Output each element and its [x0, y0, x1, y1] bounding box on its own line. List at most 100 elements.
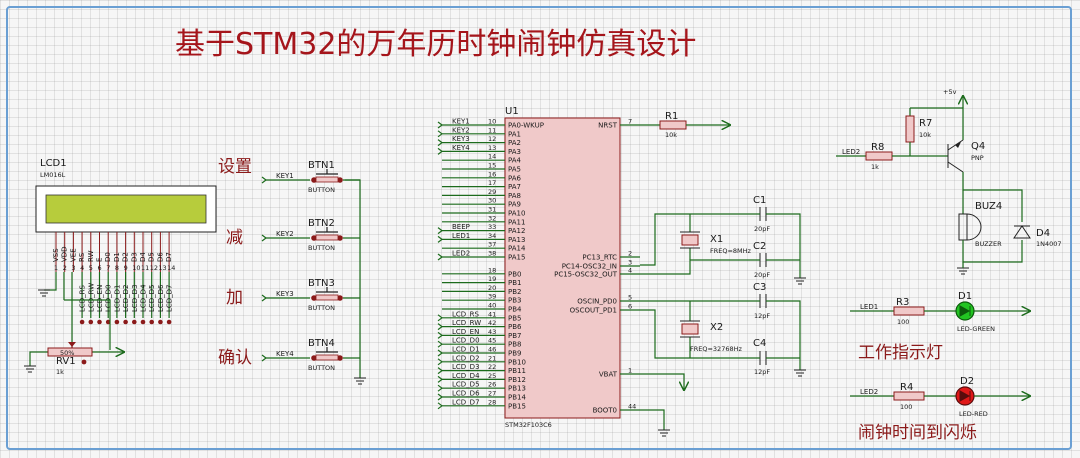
label-ok: 确认 [218, 348, 252, 368]
mcu-pin-number: 5 [628, 294, 632, 302]
lcd-net-label: LCD_D1 [113, 284, 121, 312]
r7-value: 10k [919, 131, 931, 139]
mcu-pin-name: PB3 [508, 297, 521, 305]
c3-value: 12pF [754, 312, 770, 320]
lcd-pin-name: VDD [61, 246, 69, 262]
lcd-net-label: LCD_EN [96, 285, 104, 312]
mcu-pin-name: PA9 [508, 201, 521, 209]
mcu-pin-name: PB7 [508, 332, 521, 340]
mcu-pin-number: 7 [628, 118, 632, 126]
net-tick [261, 354, 267, 362]
mcu-pin-name: PC15-OSC32_OUT [554, 271, 618, 279]
rv1-ref: RV1 [56, 356, 76, 367]
d1-value: LED-GREEN [957, 325, 995, 333]
lcd-pin-name: E [96, 258, 104, 262]
lcd-net-terminal [123, 319, 128, 325]
lcd-pin-number: 14 [167, 264, 175, 272]
oscillator-x1[interactable]: X1 FREQ=8MHz C1 20pF C2 20pF [640, 195, 806, 285]
mcu-pin-name: VBAT [599, 371, 618, 379]
lcd-net-label: LCD_D4 [140, 284, 148, 312]
net-tick [437, 253, 443, 261]
lcd-pin-name: RW [87, 250, 95, 262]
mcu-pin-number: 13 [488, 144, 496, 152]
button-net-label: KEY2 [276, 230, 294, 238]
mcu-pin-name: PA6 [508, 174, 522, 182]
mcu-pin-name: PC13_RTC [582, 254, 617, 262]
mcu-pin-name: PA14 [508, 245, 526, 253]
mcu-pin-number: 46 [488, 346, 496, 354]
mcu-net-label: LCD_EN [452, 328, 479, 336]
mcu-pin-number: 26 [488, 381, 496, 389]
button-value: BUTTON [308, 364, 335, 372]
mcu-pin-name: PA2 [508, 139, 521, 147]
mcu-net-label: KEY2 [452, 126, 470, 134]
lcd-net-terminal [140, 319, 146, 325]
lcd-pin-name: D2 [122, 252, 130, 262]
mcu-net-label: LCD_D7 [452, 398, 480, 406]
x2-value: FREQ=32768Hz [690, 345, 742, 353]
net-tick [261, 176, 267, 184]
q4-value: PNP [971, 154, 984, 162]
d4-ref: D4 [1036, 228, 1050, 239]
mcu-pin-name: PB0 [508, 270, 521, 278]
mcu-pin-name: OSCOUT_PD1 [570, 307, 617, 315]
lcd-pin-number: 9 [124, 264, 128, 272]
label-alarm-led: 闹钟时间到闪烁 [858, 423, 977, 443]
mcu-pin-number: 6 [628, 303, 632, 311]
mcu-pin-number: 43 [488, 328, 496, 336]
mcu-pin-number: 14 [488, 153, 496, 161]
button-ref: BTN3 [308, 278, 335, 289]
mcu-pin-number: 29 [488, 188, 496, 196]
mcu-pin-number: 42 [488, 319, 496, 327]
button-value: BUTTON [308, 304, 335, 312]
mcu-pin-name: PA12 [508, 227, 525, 235]
mcu-pin-name: BOOT0 [593, 407, 617, 415]
mcu-net-label: LCD_D6 [452, 390, 480, 398]
c4-value: 12pF [754, 368, 770, 376]
button-net-label: KEY3 [276, 290, 294, 298]
net-tick [437, 384, 443, 392]
net-tick [437, 358, 443, 366]
mcu-pin-number: 2 [628, 250, 632, 258]
lcd-pin-name: D6 [156, 252, 164, 262]
mcu-pin-number: 12 [488, 135, 496, 143]
mcu-pin-name: PC14-OSC32_IN [562, 263, 617, 271]
oscillator-x2[interactable]: X2 FREQ=32768Hz C3 12pF C4 12pF [640, 282, 806, 377]
mcu-pin-name: PB14 [508, 394, 526, 402]
buzzer-circuit[interactable]: +5v R7 10k LED2 R8 1k Q4 PNP [836, 88, 1062, 275]
lcd-pin-number: 3 [71, 264, 75, 272]
reset-resistor-r1[interactable]: R1 10k [640, 111, 730, 139]
led-red-circuit[interactable]: LED2 R4 100 D2 LED-RED [850, 376, 1030, 418]
r8-value: 1k [871, 163, 879, 171]
button-ref: BTN1 [308, 160, 335, 171]
c2-ref: C2 [753, 241, 766, 252]
mcu-pin-number: 16 [488, 170, 496, 178]
lcd-pin-name: D0 [104, 252, 112, 262]
lcd-module[interactable]: LCD1 LM016L VSS1VDD2VEE3RS4LCD_RSRW5LCD_… [35, 158, 217, 325]
mcu-pin-number: 41 [488, 310, 496, 318]
potentiometer-rv1[interactable]: 50% RV1 1k [47, 342, 93, 376]
mcu-pin-number: 19 [488, 275, 496, 283]
lcd-net-terminal [114, 319, 120, 325]
lcd-pin-name: D1 [113, 252, 121, 262]
label-work-led: 工作指示灯 [858, 343, 943, 363]
mcu-pin-name: PB12 [508, 376, 526, 384]
c2-value: 20pF [754, 271, 770, 279]
mcu-pin-number: 21 [488, 354, 496, 362]
mcu-net-label: LCD_D3 [452, 363, 480, 371]
mcu-pin-number: 27 [488, 390, 496, 398]
mcu-pin-number: 4 [628, 267, 632, 275]
button-net-label: KEY1 [276, 172, 294, 180]
mcu-net-label: LCD_RS [452, 310, 480, 318]
net-tick [437, 375, 443, 383]
mcu-pin-name: PA5 [508, 166, 521, 174]
lcd-ref: LCD1 [40, 158, 67, 169]
led-green-circuit[interactable]: LED1 R3 100 D1 LED-GREEN [850, 291, 1030, 333]
mcu-pin-name: PB1 [508, 279, 521, 287]
mcu-pin-name: OSCIN_PD0 [577, 298, 617, 306]
